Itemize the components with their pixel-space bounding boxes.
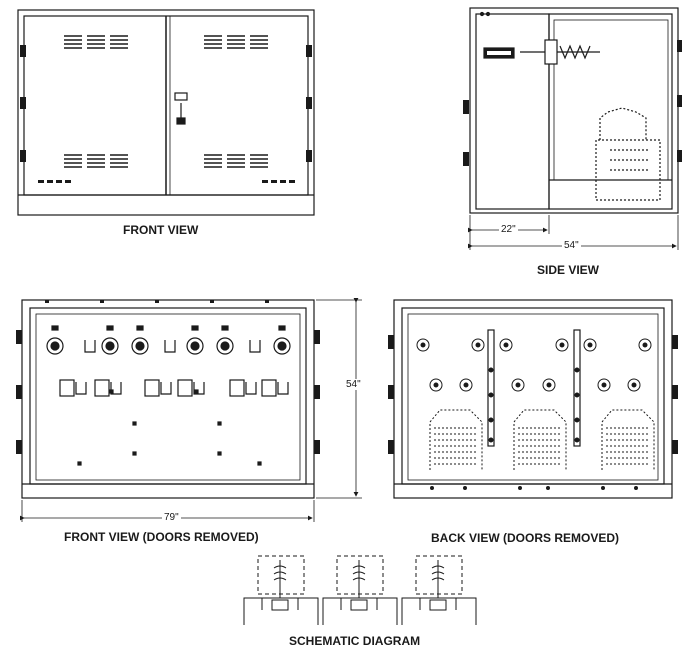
front-view-doors-removed-label: FRONT VIEW (DOORS REMOVED) bbox=[64, 530, 259, 544]
front-view-label: FRONT VIEW bbox=[123, 223, 199, 237]
door-louvers bbox=[64, 35, 268, 168]
side-total-dimension: 54" bbox=[562, 240, 581, 251]
front-view-drawing bbox=[17, 9, 315, 216]
height-dimension: 54" bbox=[344, 379, 363, 390]
secondary-bushings-and-transformers bbox=[416, 338, 655, 490]
back-view-doors-removed-drawing bbox=[388, 299, 678, 499]
side-view-label: SIDE VIEW bbox=[537, 263, 600, 277]
schematic-diagram-label: SCHEMATIC DIAGRAM bbox=[289, 634, 421, 648]
side-view-drawing bbox=[463, 7, 682, 250]
schematic-drawing bbox=[243, 555, 477, 625]
back-view-doors-removed-label: BACK VIEW (DOORS REMOVED) bbox=[431, 531, 620, 545]
primary-bushings bbox=[46, 325, 291, 466]
side-depth-dimension: 22" bbox=[499, 224, 518, 235]
front-view-doors-removed-drawing bbox=[16, 298, 362, 522]
width-dimension: 79" bbox=[162, 512, 181, 523]
